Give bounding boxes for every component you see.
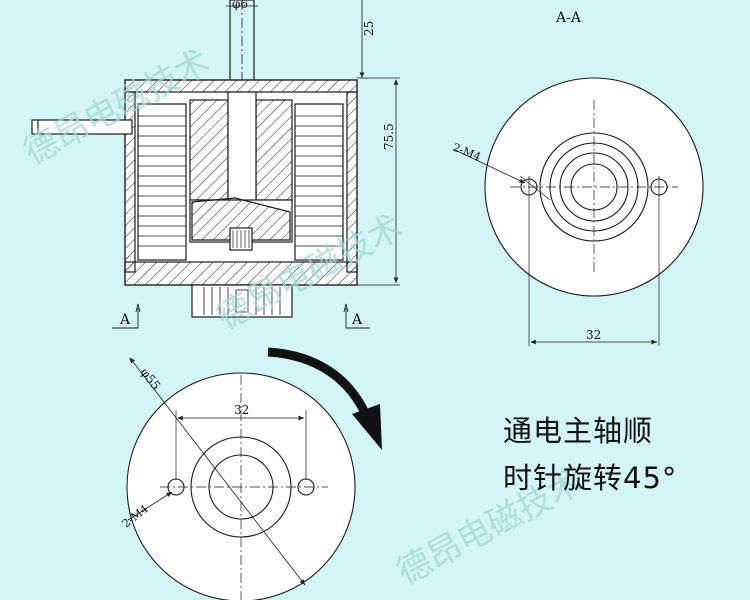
lead-wire — [31, 119, 133, 135]
rotation-note: 通电主轴顺 时针旋转45° — [503, 408, 677, 502]
hole-spec-right: 2-M4 — [451, 141, 483, 164]
body-diameter-label: φ55 — [138, 365, 164, 392]
hole-spacing-bottom-label: 32 — [234, 403, 249, 417]
coil-right — [294, 103, 344, 261]
bottom-view — [126, 357, 356, 600]
shaft-diameter-label: φ6 — [232, 0, 248, 11]
side-section-view — [31, 0, 400, 329]
total-height-label: 75.5 — [382, 123, 396, 150]
cut-mark-left: A — [119, 312, 131, 328]
section-label: A-A — [555, 10, 582, 26]
rotation-note-line-2: 时针旋转45° — [503, 461, 678, 495]
cut-mark-right: A — [351, 312, 363, 328]
rotation-arrow — [267, 347, 382, 450]
stroke-dimension-label: 25 — [362, 21, 376, 36]
section-a-a-view — [454, 77, 704, 346]
rotation-note-line-1: 通电主轴顺 — [503, 414, 654, 448]
hole-spacing-right-label: 32 — [586, 328, 601, 342]
coil-left — [137, 103, 187, 261]
